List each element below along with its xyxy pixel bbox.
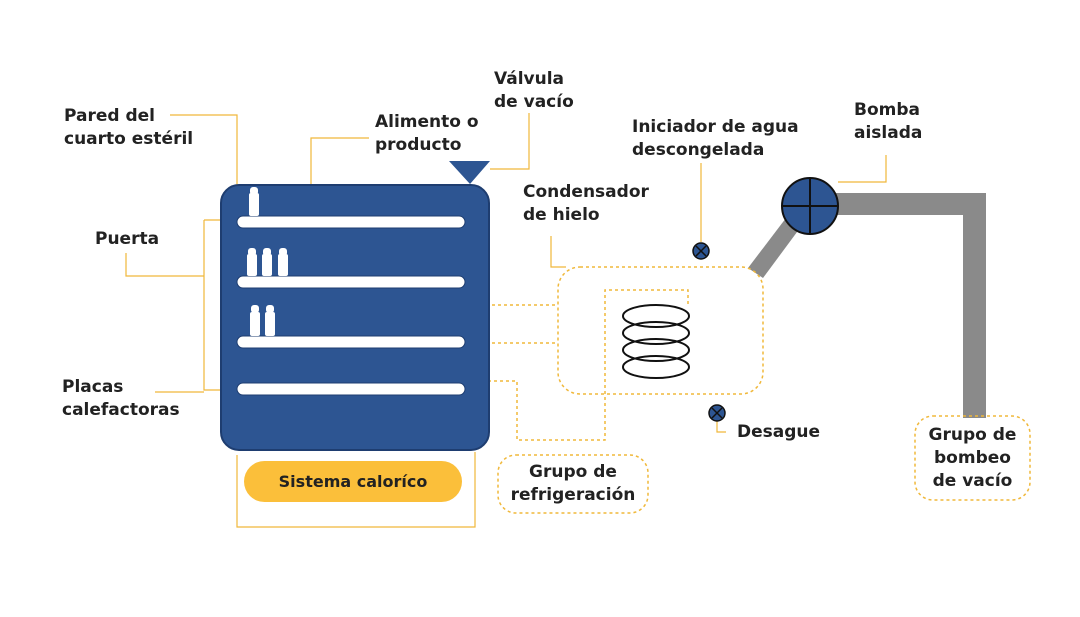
label-food-product: Alimento o producto bbox=[375, 111, 479, 157]
triangle-funnel-icon bbox=[449, 161, 490, 184]
label-line: Bomba bbox=[854, 100, 920, 120]
label-ice-condenser: Condensador de hielo bbox=[523, 181, 649, 227]
circle-x-icon bbox=[708, 404, 726, 422]
heat-system-label: Sistema caloríco bbox=[278, 472, 428, 491]
heating-plates bbox=[236, 215, 466, 396]
label-line: Placas bbox=[62, 377, 124, 397]
label-boxes bbox=[497, 415, 1031, 514]
heating-plate bbox=[236, 335, 466, 349]
heat-system-badge: Sistema caloríco bbox=[244, 461, 462, 502]
label-vacuum-pump-group: Grupo de bombeo de vacío bbox=[915, 424, 1030, 493]
label-line: Condensador bbox=[523, 182, 649, 202]
label-line: Grupo de bbox=[928, 425, 1017, 445]
label-line: aislada bbox=[854, 123, 923, 143]
vial-icon bbox=[250, 305, 260, 336]
label-line: producto bbox=[375, 135, 462, 155]
label-vacuum-valve: Válvula de vacío bbox=[494, 68, 574, 114]
label-line: de vacío bbox=[494, 92, 574, 112]
circle-cross-icon bbox=[781, 177, 839, 235]
label-line: bombeo bbox=[934, 448, 1011, 468]
label-heating-plates: Placas calefactoras bbox=[62, 376, 180, 422]
vial-icon bbox=[247, 248, 257, 276]
dashed-connectors bbox=[464, 221, 689, 441]
label-insulated-pump: Bomba aislada bbox=[854, 99, 922, 145]
label-line: Grupo de bbox=[529, 462, 617, 482]
label-door: Puerta bbox=[95, 229, 160, 249]
vial-icon bbox=[262, 248, 272, 276]
label-sterile-wall: Pared del cuarto estéril bbox=[64, 105, 193, 151]
circle-x-icon bbox=[692, 242, 710, 260]
label-line: descongelada bbox=[632, 140, 765, 160]
heating-plate bbox=[236, 275, 466, 289]
vacuum-pipe bbox=[748, 193, 986, 418]
product-vials bbox=[247, 187, 288, 336]
label-line: Iniciador de agua bbox=[632, 117, 799, 137]
label-line: refrigeración bbox=[510, 485, 636, 505]
label-line: Válvula bbox=[494, 69, 565, 89]
label-line: cuarto estéril bbox=[64, 129, 194, 149]
label-line: Alimento o bbox=[375, 112, 479, 132]
condenser-box bbox=[557, 266, 764, 395]
label-defrost-water-initiator: Iniciador de agua descongelada bbox=[632, 116, 799, 162]
label-line: de hielo bbox=[523, 205, 600, 225]
label-line: calefactoras bbox=[62, 400, 180, 420]
heating-plate bbox=[236, 215, 466, 229]
condenser-coil-icon bbox=[622, 304, 690, 379]
label-refrigeration-group: Grupo de refrigeración bbox=[498, 461, 648, 507]
vial-icon bbox=[249, 187, 259, 216]
vial-icon bbox=[278, 248, 288, 276]
label-line: de vacío bbox=[932, 471, 1013, 491]
label-line: Pared del bbox=[64, 106, 156, 126]
label-drain: Desague bbox=[737, 422, 821, 442]
vial-icon bbox=[265, 305, 275, 336]
heating-plate bbox=[236, 382, 466, 396]
